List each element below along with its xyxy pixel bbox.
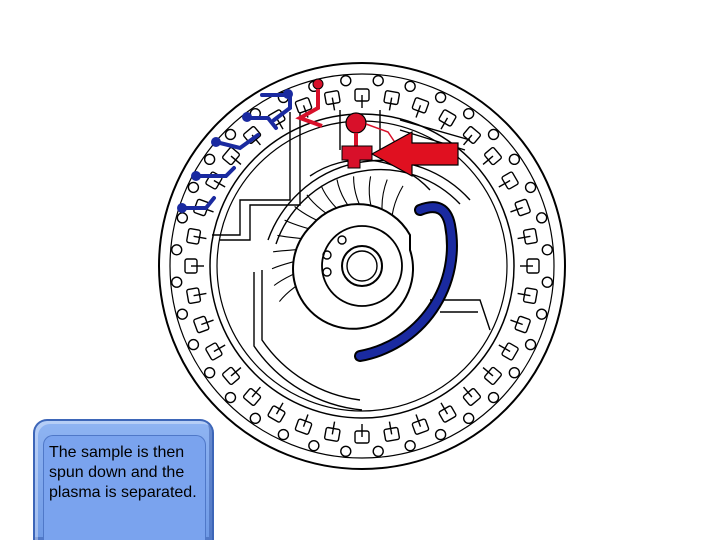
cuvette <box>171 244 204 274</box>
cuvette <box>249 402 286 425</box>
cuvette <box>462 126 500 146</box>
cuvette <box>354 75 384 108</box>
cuvette <box>203 366 242 386</box>
cuvette <box>203 153 226 190</box>
cuvette <box>520 258 553 288</box>
cuvette <box>372 421 401 457</box>
cuvette <box>308 421 341 452</box>
caption-text: The sample is then spun down and the pla… <box>49 444 197 501</box>
cuvette <box>383 80 416 111</box>
cuvette <box>517 287 548 320</box>
cuvette <box>340 424 370 457</box>
caption-panel <box>43 435 206 540</box>
cuvette <box>482 146 521 166</box>
cuvette <box>323 75 352 111</box>
cuvette <box>510 198 548 224</box>
cuvette <box>404 414 430 452</box>
cuvette <box>176 212 207 245</box>
cuvette <box>171 276 207 305</box>
caption-box: The sample is then spun down and the pla… <box>33 419 214 540</box>
cuvette <box>517 227 553 256</box>
disc-outline <box>158 62 566 470</box>
cuvette <box>222 128 242 166</box>
cuvette <box>224 386 262 406</box>
cuvette <box>498 342 521 379</box>
disc-hub <box>292 203 415 330</box>
inner-channels <box>212 110 491 411</box>
cuvette <box>411 91 447 118</box>
cuvette <box>438 107 475 130</box>
cuvette-ring <box>171 75 553 457</box>
plasma-channels <box>177 89 458 362</box>
red-arrow-pointing-left <box>370 130 459 178</box>
cuvette <box>510 315 537 351</box>
cuvette <box>482 366 502 404</box>
cuvette <box>434 402 457 441</box>
cuvette <box>277 414 313 441</box>
cuvette <box>187 338 226 361</box>
cuvette <box>462 386 482 425</box>
cuvette <box>498 171 537 194</box>
cuvette <box>187 181 214 217</box>
cuvette <box>176 308 214 334</box>
